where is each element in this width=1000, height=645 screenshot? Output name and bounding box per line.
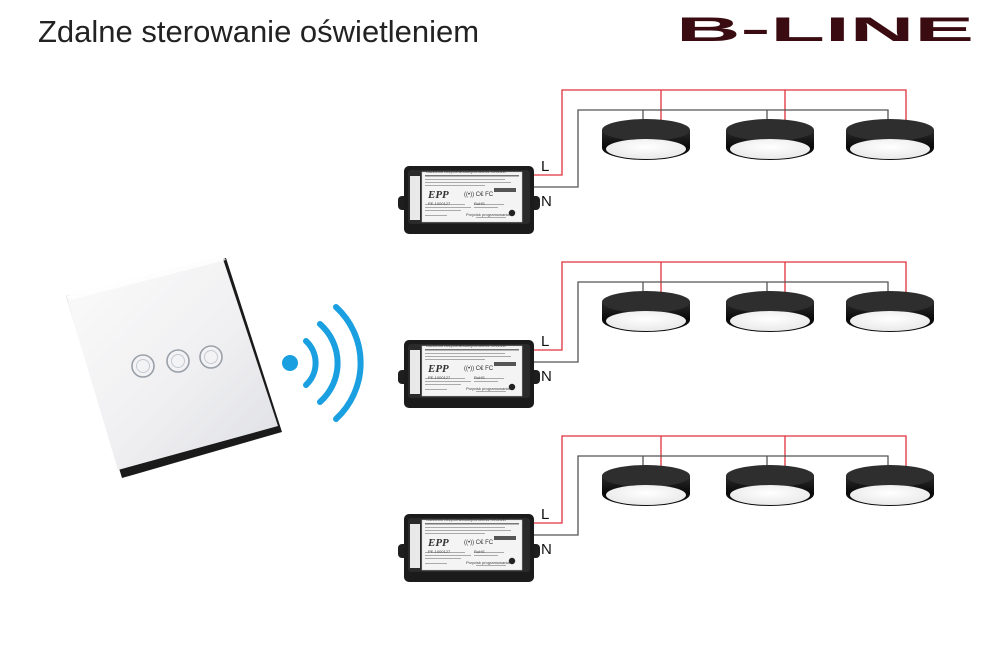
wire-neutral xyxy=(534,281,889,363)
circuit-2: L N xyxy=(397,261,934,409)
touch-button-1[interactable] xyxy=(131,354,155,378)
receiver-button-label: Przycisk programowania xyxy=(466,212,510,217)
ceiling-lamp xyxy=(846,119,934,160)
wireless-receiver-module xyxy=(397,513,541,583)
ceiling-lamp xyxy=(726,291,814,332)
neutral-label: N xyxy=(541,541,552,558)
ceiling-lamp xyxy=(846,465,934,506)
neutral-label: N xyxy=(541,193,552,210)
wireless-receiver-module xyxy=(397,339,541,409)
live-label: L xyxy=(541,333,549,350)
receiver-model: PE-1000127 xyxy=(428,201,451,206)
wireless-signal-icon xyxy=(282,304,364,422)
brand-logo: B-LINE xyxy=(676,14,974,46)
ceiling-lamp xyxy=(602,465,690,506)
live-label: L xyxy=(541,158,549,175)
ceiling-lamp xyxy=(846,291,934,332)
ceiling-lamp xyxy=(726,465,814,506)
wire-neutral xyxy=(534,109,889,188)
receiver-heading: Odbiornik bezprzewodowy/Wireless Receive… xyxy=(426,169,507,174)
ceiling-lamp xyxy=(726,119,814,160)
page-title: Zdalne sterowanie oświetleniem xyxy=(38,14,480,49)
circuit-3: L N xyxy=(397,435,934,583)
receiver-heading: Odbiornik bezprzewodowy/Wireless Receive… xyxy=(426,517,507,522)
live-label: L xyxy=(541,506,549,523)
wireless-wall-switch xyxy=(66,256,282,478)
ceiling-lamp xyxy=(602,291,690,332)
touch-button-3[interactable] xyxy=(199,345,223,369)
wireless-receiver-module xyxy=(397,165,541,235)
receiver-model: PE-1000127 xyxy=(428,375,451,380)
circuit-1: L N xyxy=(397,89,934,235)
receiver-rohs: RoHS xyxy=(474,201,485,206)
receiver-model: PE-1000127 xyxy=(428,549,451,554)
neutral-label: N xyxy=(541,368,552,385)
ceiling-lamp xyxy=(602,119,690,160)
receiver-rohs: RoHS xyxy=(474,375,485,380)
receiver-heading: Odbiornik bezprzewodowy/Wireless Receive… xyxy=(426,343,507,348)
wire-neutral xyxy=(534,455,889,536)
receiver-button-label: Przycisk programowania xyxy=(466,386,510,391)
receiver-button-label: Przycisk programowania xyxy=(466,560,510,565)
touch-button-2[interactable] xyxy=(166,349,190,373)
brand-logo-text: B-LINE xyxy=(676,14,974,46)
receiver-rohs: RoHS xyxy=(474,549,485,554)
